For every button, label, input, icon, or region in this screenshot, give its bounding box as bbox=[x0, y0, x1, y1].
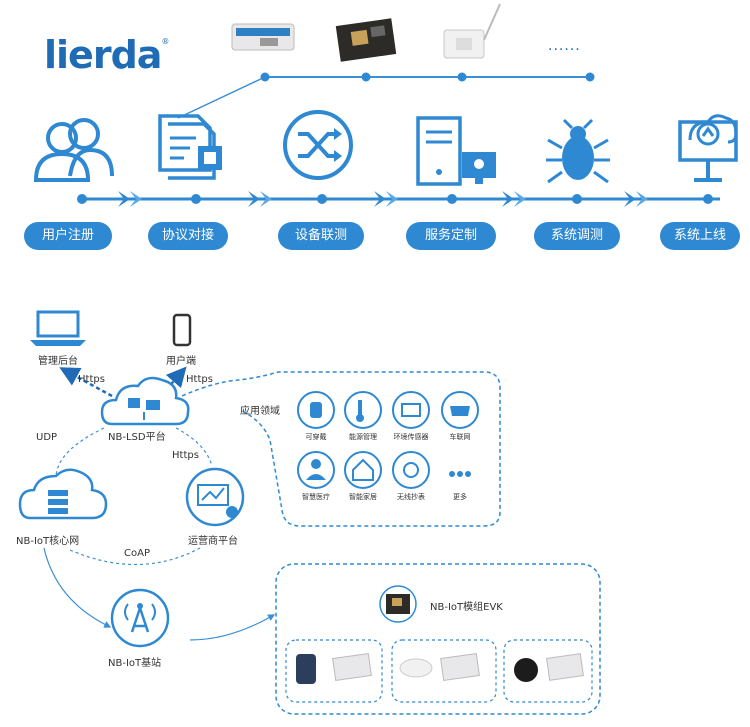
app-label-smart-home: 智能家居 bbox=[349, 493, 377, 501]
https-mid-label: Https bbox=[172, 450, 199, 461]
more-dots-icon bbox=[449, 471, 471, 477]
evk-title: NB-IoT模组EVK bbox=[430, 602, 503, 613]
user-label: 用户端 bbox=[166, 356, 196, 367]
flow-line bbox=[77, 191, 720, 207]
station-label: NB-IoT基站 bbox=[108, 658, 162, 669]
step-user-register: 用户注册 bbox=[24, 222, 112, 250]
core-network-cloud-icon bbox=[18, 468, 108, 520]
server-icon bbox=[416, 116, 496, 186]
protocol-document-chip-icon bbox=[158, 114, 222, 180]
core-label: NB-IoT核心网 bbox=[16, 536, 80, 547]
evk-kit-2 bbox=[391, 639, 497, 703]
core-to-station-arc bbox=[43, 547, 112, 628]
shuffle-icon bbox=[283, 110, 353, 180]
evk-kit-images bbox=[296, 653, 584, 684]
gateway-image bbox=[443, 3, 501, 59]
app-label-wearable: 可穿戴 bbox=[305, 433, 327, 441]
evk-kit-1 bbox=[285, 639, 383, 703]
app-label-energy: 能源管理 bbox=[349, 433, 377, 441]
base-station-icon bbox=[110, 588, 170, 648]
app-glyphs bbox=[306, 400, 470, 481]
logo-text: lierda bbox=[44, 33, 162, 77]
evk-panel bbox=[275, 563, 601, 715]
step-system-online: 系统上线 bbox=[660, 222, 740, 250]
app-icons bbox=[297, 391, 479, 489]
https-mid-arc bbox=[175, 427, 213, 467]
https-right-label: Https bbox=[186, 374, 213, 385]
https-arrow-admin bbox=[59, 367, 113, 398]
coap-label: CoAP bbox=[124, 548, 150, 559]
laptop-icon bbox=[30, 310, 86, 346]
bug-icon bbox=[546, 118, 610, 184]
app-label-medical: 智慧医疗 bbox=[302, 493, 330, 501]
app-label-meter: 无线抄表 bbox=[397, 493, 425, 501]
app-domain-title: 应用领域 bbox=[240, 406, 280, 417]
step-protocol: 协议对接 bbox=[148, 222, 228, 250]
platform-cloud-icon bbox=[100, 376, 190, 426]
station-to-evk-arc bbox=[189, 614, 276, 641]
evk-board-icon bbox=[379, 585, 417, 623]
platform-label: NB-LSD平台 bbox=[108, 432, 166, 443]
udp-arc bbox=[55, 427, 105, 477]
evk-kit-3 bbox=[503, 639, 593, 703]
nb-module-image bbox=[231, 23, 295, 51]
registered-mark: ® bbox=[161, 37, 169, 46]
cloud-upload-monitor-icon bbox=[678, 114, 738, 182]
app-label-more: 更多 bbox=[453, 493, 467, 501]
step-device-test: 设备联测 bbox=[278, 222, 364, 250]
app-domain-panel bbox=[181, 371, 501, 527]
app-label-env-sensor: 环境传感器 bbox=[393, 433, 429, 441]
operator-label: 运营商平台 bbox=[188, 536, 238, 547]
device-row bbox=[177, 3, 595, 119]
admin-label: 管理后台 bbox=[38, 356, 78, 367]
lierda-logo: lierda® bbox=[44, 33, 169, 77]
users-icon bbox=[33, 118, 114, 182]
operator-platform-icon bbox=[185, 467, 245, 527]
step-service-custom: 服务定制 bbox=[406, 222, 496, 250]
device-more-dots: ...... bbox=[548, 38, 581, 54]
https-left-label: Https bbox=[78, 374, 105, 385]
dev-board-image bbox=[335, 18, 397, 62]
phone-icon bbox=[172, 313, 192, 347]
udp-label: UDP bbox=[36, 432, 58, 443]
step-system-debug: 系统调测 bbox=[534, 222, 620, 250]
app-label-iov: 车联网 bbox=[449, 433, 471, 441]
